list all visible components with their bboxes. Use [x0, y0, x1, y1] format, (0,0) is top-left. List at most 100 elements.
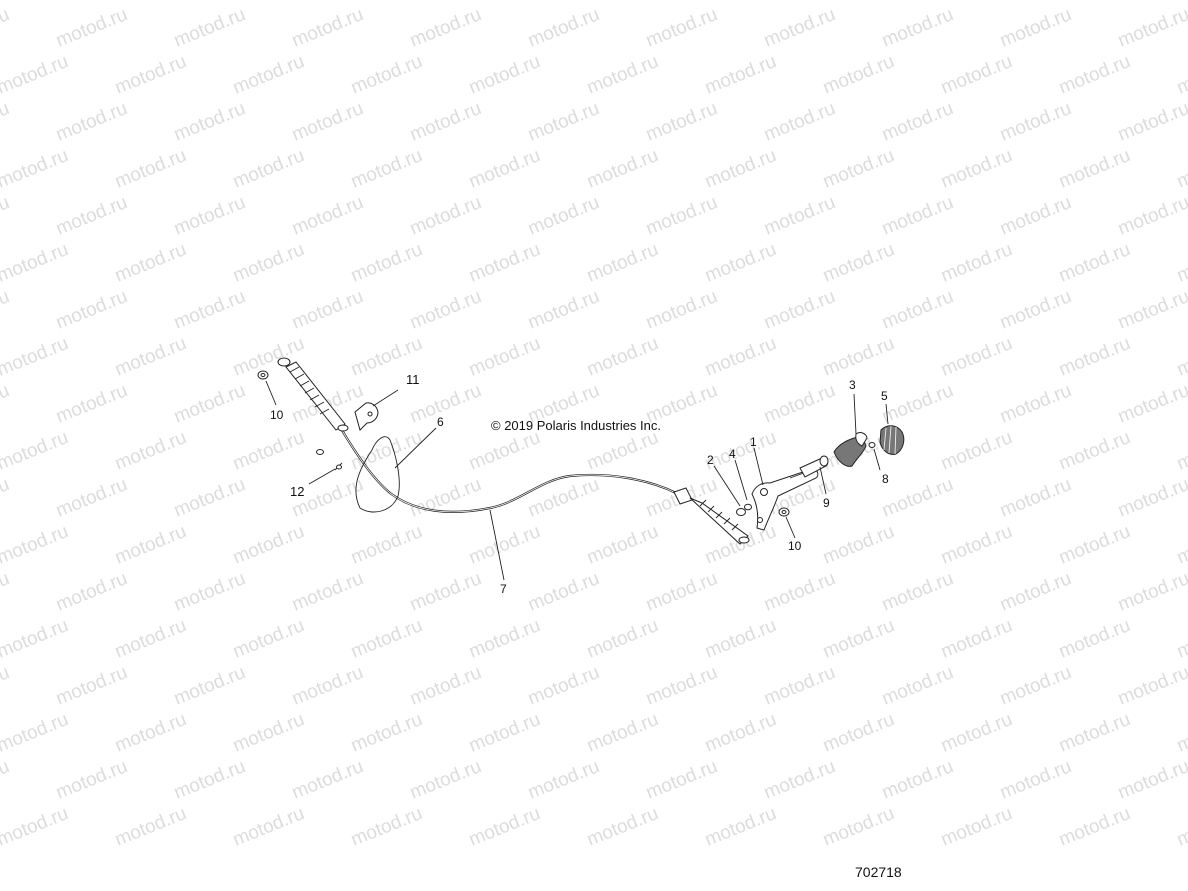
- watermark-text: motod.ru: [1115, 192, 1188, 240]
- watermark-text: motod.ru: [1115, 98, 1188, 146]
- watermark-text: motod.ru: [112, 615, 189, 663]
- clip-bracket: [354, 402, 379, 431]
- watermark-text: motod.ru: [1115, 286, 1188, 334]
- watermark-text: motod.ru: [171, 192, 248, 240]
- watermark-text: motod.ru: [997, 662, 1074, 710]
- watermark-text: motod.ru: [0, 98, 12, 146]
- callout-2: 2: [707, 453, 714, 467]
- watermark-text: motod.ru: [0, 756, 12, 804]
- watermark-text: motod.ru: [466, 145, 543, 193]
- watermark-text: motod.ru: [702, 239, 779, 287]
- watermark-text: motod.ru: [1174, 803, 1188, 851]
- watermark-text: motod.ru: [0, 286, 12, 334]
- watermark-text: motod.ru: [938, 803, 1015, 851]
- watermark-text: motod.ru: [466, 615, 543, 663]
- figure-number: 702718: [855, 864, 902, 880]
- screw-12: [316, 449, 343, 471]
- watermark-text: motod.ru: [997, 380, 1074, 428]
- watermark-text: motod.ru: [643, 756, 720, 804]
- watermark-text: motod.ru: [466, 709, 543, 757]
- watermark-text: motod.ru: [0, 662, 12, 710]
- watermark-text: motod.ru: [112, 709, 189, 757]
- watermark-text: motod.ru: [1174, 51, 1188, 99]
- watermark-text: motod.ru: [997, 568, 1074, 616]
- watermark-text: motod.ru: [0, 427, 71, 475]
- watermark-text: motod.ru: [879, 474, 956, 522]
- lever-assembly: [736, 468, 819, 531]
- watermark-text: motod.ru: [997, 98, 1074, 146]
- watermark-text: motod.ru: [289, 756, 366, 804]
- watermark-text: motod.ru: [643, 286, 720, 334]
- watermark-text: motod.ru: [1056, 333, 1133, 381]
- watermark-text: motod.ru: [348, 51, 425, 99]
- callout-11: 11: [406, 372, 420, 387]
- watermark-text: motod.ru: [1056, 51, 1133, 99]
- watermark-text: motod.ru: [820, 333, 897, 381]
- watermark-text: motod.ru: [1056, 709, 1133, 757]
- watermark-text: motod.ru: [1115, 568, 1188, 616]
- watermark-text: motod.ru: [466, 427, 543, 475]
- watermark-text: motod.ru: [879, 286, 956, 334]
- watermark-text: motod.ru: [525, 286, 602, 334]
- watermark-text: motod.ru: [525, 4, 602, 52]
- watermark-text: motod.ru: [938, 0, 1015, 5]
- watermark-text: motod.ru: [171, 98, 248, 146]
- watermark-text: motod.ru: [997, 192, 1074, 240]
- watermark-text: motod.ru: [525, 756, 602, 804]
- watermark-text: motod.ru: [407, 568, 484, 616]
- watermark-text: motod.ru: [879, 568, 956, 616]
- callout-10-left: 10: [270, 408, 284, 422]
- watermark-text: motod.ru: [348, 709, 425, 757]
- watermark-text: motod.ru: [289, 98, 366, 146]
- watermark-text: motod.ru: [761, 192, 838, 240]
- watermark-text: motod.ru: [0, 239, 71, 287]
- watermark-text: motod.ru: [1174, 0, 1188, 5]
- watermark-text: motod.ru: [230, 427, 307, 475]
- watermark-text: motod.ru: [1115, 756, 1188, 804]
- callout-5: 5: [881, 389, 888, 403]
- watermark-text: motod.ru: [0, 709, 71, 757]
- watermark-text: motod.ru: [938, 427, 1015, 475]
- watermark-text: motod.ru: [820, 0, 897, 5]
- watermark-text: motod.ru: [407, 756, 484, 804]
- watermark-text: motod.ru: [348, 427, 425, 475]
- watermark-text: motod.ru: [584, 615, 661, 663]
- watermark-text: motod.ru: [112, 333, 189, 381]
- watermark-text: motod.ru: [53, 568, 130, 616]
- watermark-text: motod.ru: [289, 4, 366, 52]
- watermark-text: motod.ru: [1174, 521, 1188, 569]
- watermark-text: motod.ru: [0, 615, 71, 663]
- watermark-text: motod.ru: [407, 192, 484, 240]
- watermark-text: motod.ru: [525, 192, 602, 240]
- watermark-text: motod.ru: [879, 192, 956, 240]
- watermark-text: motod.ru: [348, 145, 425, 193]
- watermark-text: motod.ru: [1056, 427, 1133, 475]
- watermark-text: motod.ru: [0, 521, 71, 569]
- cable-highlight: [339, 426, 677, 513]
- watermark-text: motod.ru: [171, 380, 248, 428]
- watermark-text: motod.ru: [407, 98, 484, 146]
- watermark-text: motod.ru: [761, 568, 838, 616]
- watermark-text: motod.ru: [171, 286, 248, 334]
- cable-left-end: [277, 357, 349, 432]
- watermark-text: motod.ru: [525, 568, 602, 616]
- callout-3: 3: [849, 378, 856, 392]
- nut-left-10: [257, 370, 269, 380]
- watermark-text: motod.ru: [171, 474, 248, 522]
- watermark-text: motod.ru: [879, 756, 956, 804]
- watermark-text: motod.ru: [938, 333, 1015, 381]
- watermark-text: motod.ru: [820, 615, 897, 663]
- leader-lines: [265, 380, 889, 581]
- watermark-text: motod.ru: [466, 803, 543, 851]
- watermark-text: motod.ru: [0, 4, 12, 52]
- watermark-text: motod.ru: [820, 145, 897, 193]
- watermark-text: motod.ru: [761, 380, 838, 428]
- watermark-text: motod.ru: [525, 662, 602, 710]
- watermark-text: motod.ru: [1056, 145, 1133, 193]
- callout-8: 8: [882, 472, 889, 486]
- watermark-text: motod.ru: [584, 51, 661, 99]
- callout-7: 7: [500, 582, 507, 596]
- watermark-text: motod.ru: [230, 803, 307, 851]
- washer-4: [744, 503, 752, 511]
- watermark-text: motod.ru: [1115, 4, 1188, 52]
